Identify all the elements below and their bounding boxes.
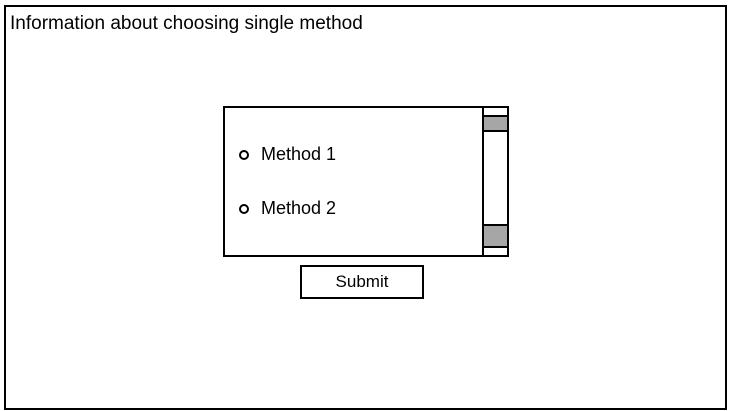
submit-button[interactable]: Submit <box>300 265 424 299</box>
vertical-scrollbar[interactable] <box>482 106 509 257</box>
scroll-thumb-top[interactable] <box>484 117 507 132</box>
radio-button-icon[interactable] <box>239 203 249 214</box>
method-option-label: Method 2 <box>261 198 337 218</box>
window-frame: Information about choosing single method… <box>4 5 727 410</box>
method-option-1[interactable]: Method 1 <box>239 144 336 165</box>
method-option-label: Method 1 <box>261 144 337 164</box>
method-list-box: Method 1 Method 2 <box>223 106 509 257</box>
scroll-thumb-bottom[interactable] <box>484 224 507 246</box>
method-option-2[interactable]: Method 2 <box>239 198 336 219</box>
info-text: Information about choosing single method <box>10 13 363 34</box>
radio-button-icon[interactable] <box>239 149 249 160</box>
scroll-up-button[interactable] <box>484 108 507 117</box>
scroll-down-button[interactable] <box>484 246 507 255</box>
